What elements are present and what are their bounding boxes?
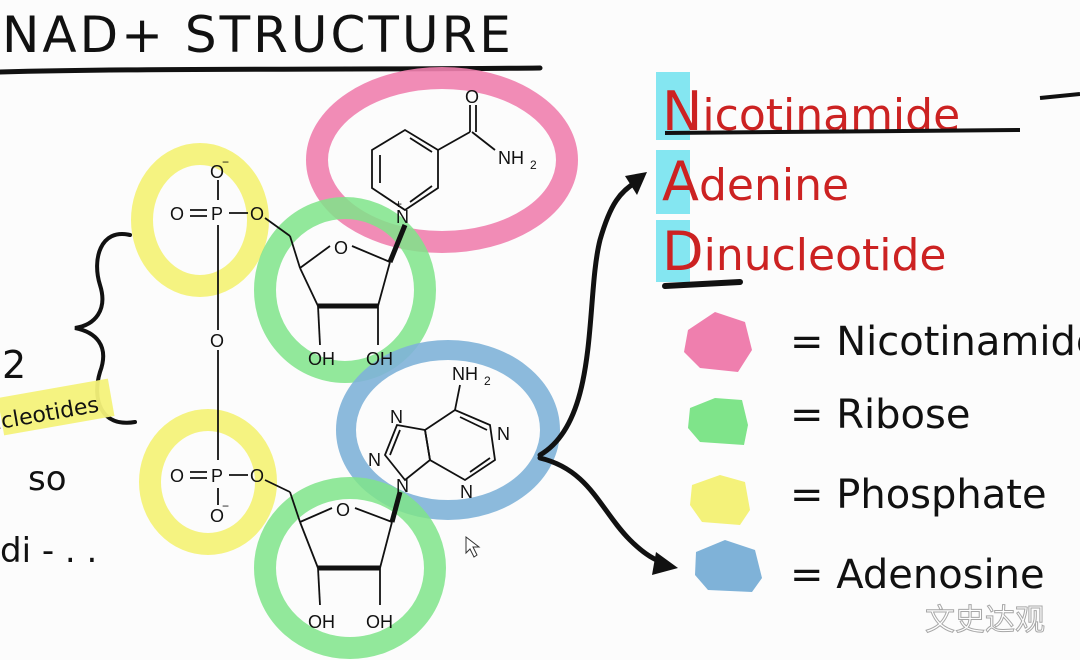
watermark: 文史达观 (925, 603, 1045, 638)
acronym-dash (1039, 92, 1080, 100)
acronym-a-letter: A (662, 150, 699, 213)
arrow-down (537, 455, 671, 568)
adenine-n-5: N (396, 476, 409, 496)
yellow-circle-bottom (139, 409, 277, 555)
legend-label-4: = Adenosine (790, 552, 1045, 598)
legend-swatch-yellow (690, 475, 750, 525)
acronym-a-rest: denine (699, 160, 849, 211)
adenine-nh2: NH (452, 364, 478, 384)
top-oh-left: OH (308, 349, 335, 369)
arrow-up-head (625, 172, 647, 195)
blue-circle (336, 340, 560, 520)
legend-label-3: = Phosphate (790, 472, 1047, 518)
bottom-o-link: O (250, 466, 264, 486)
page-title: NAD+ STRUCTURE (2, 6, 514, 64)
acronym-d: Dinucleotide (662, 220, 946, 283)
nicotinamide-n: N (396, 207, 409, 227)
top-ring-o: O (334, 238, 348, 258)
top-o-double: O (170, 204, 184, 224)
molecule-labels: O − O P O O O P O O − O O OH OH OH OH N … (170, 87, 537, 632)
n-highlight (656, 72, 690, 140)
adenine-nh2-sub: 2 (484, 374, 491, 388)
bottom-ring-o: O (336, 500, 350, 520)
acronym-d-letter: D (662, 220, 704, 283)
bottom-oh-left: OH (308, 612, 335, 632)
note-number: 2 (2, 343, 26, 387)
yellow-circle-top (131, 143, 269, 297)
bottom-oh-right: OH (366, 612, 393, 632)
legend-swatch-green (688, 398, 748, 445)
adenine-n-2: N (497, 424, 510, 444)
nicotinamide-plus: + (395, 197, 402, 211)
adenine-n-3: N (460, 482, 473, 502)
acronym-a: Adenine (662, 150, 849, 213)
pink-circle (306, 67, 578, 253)
bottom-o-minus: O (210, 506, 224, 526)
arrow-down-head (652, 552, 678, 575)
green-circle-top (254, 197, 436, 383)
legend: = Nicotinamide = Ribose = Phosphate = Ad… (684, 312, 1080, 598)
acronym-underline-2 (662, 279, 743, 289)
legend-label-2: = Ribose (790, 392, 970, 438)
bottom-p: P (211, 466, 223, 486)
nicotinamide-nh2-sub: 2 (530, 158, 537, 172)
bridge-o: O (210, 331, 224, 351)
acronym-d-rest: inucleotide (704, 230, 947, 281)
highlight-circles (131, 67, 578, 659)
legend-label-1: = Nicotinamide (790, 319, 1080, 365)
note-di: di - . . (0, 531, 97, 571)
bottom-o-double: O (170, 466, 184, 486)
nicotinamide-nh2: NH (498, 148, 524, 168)
top-o-minus-charge: − (222, 155, 229, 169)
d-highlight (656, 220, 690, 282)
arrows (537, 177, 671, 568)
legend-swatch-pink (684, 312, 752, 372)
a-highlight (656, 150, 690, 214)
arrow-up (537, 177, 643, 458)
legend-swatch-blue (695, 540, 762, 592)
note-highlight (0, 378, 115, 436)
adenine-n-1: N (390, 407, 403, 427)
nicotinamide-o: O (465, 87, 479, 107)
top-o-link: O (250, 204, 264, 224)
top-p: P (211, 204, 223, 224)
top-oh-right: OH (366, 349, 393, 369)
top-o-minus: O (210, 162, 224, 182)
green-circle-bottom (254, 477, 446, 659)
acronym-underline-1 (664, 128, 1021, 135)
note-so: so (28, 459, 67, 499)
mouse-pointer-icon (465, 535, 481, 558)
molecule-bonds (190, 105, 496, 606)
bottom-o-minus-charge: − (222, 499, 229, 513)
adenine-n-4: N (368, 450, 381, 470)
